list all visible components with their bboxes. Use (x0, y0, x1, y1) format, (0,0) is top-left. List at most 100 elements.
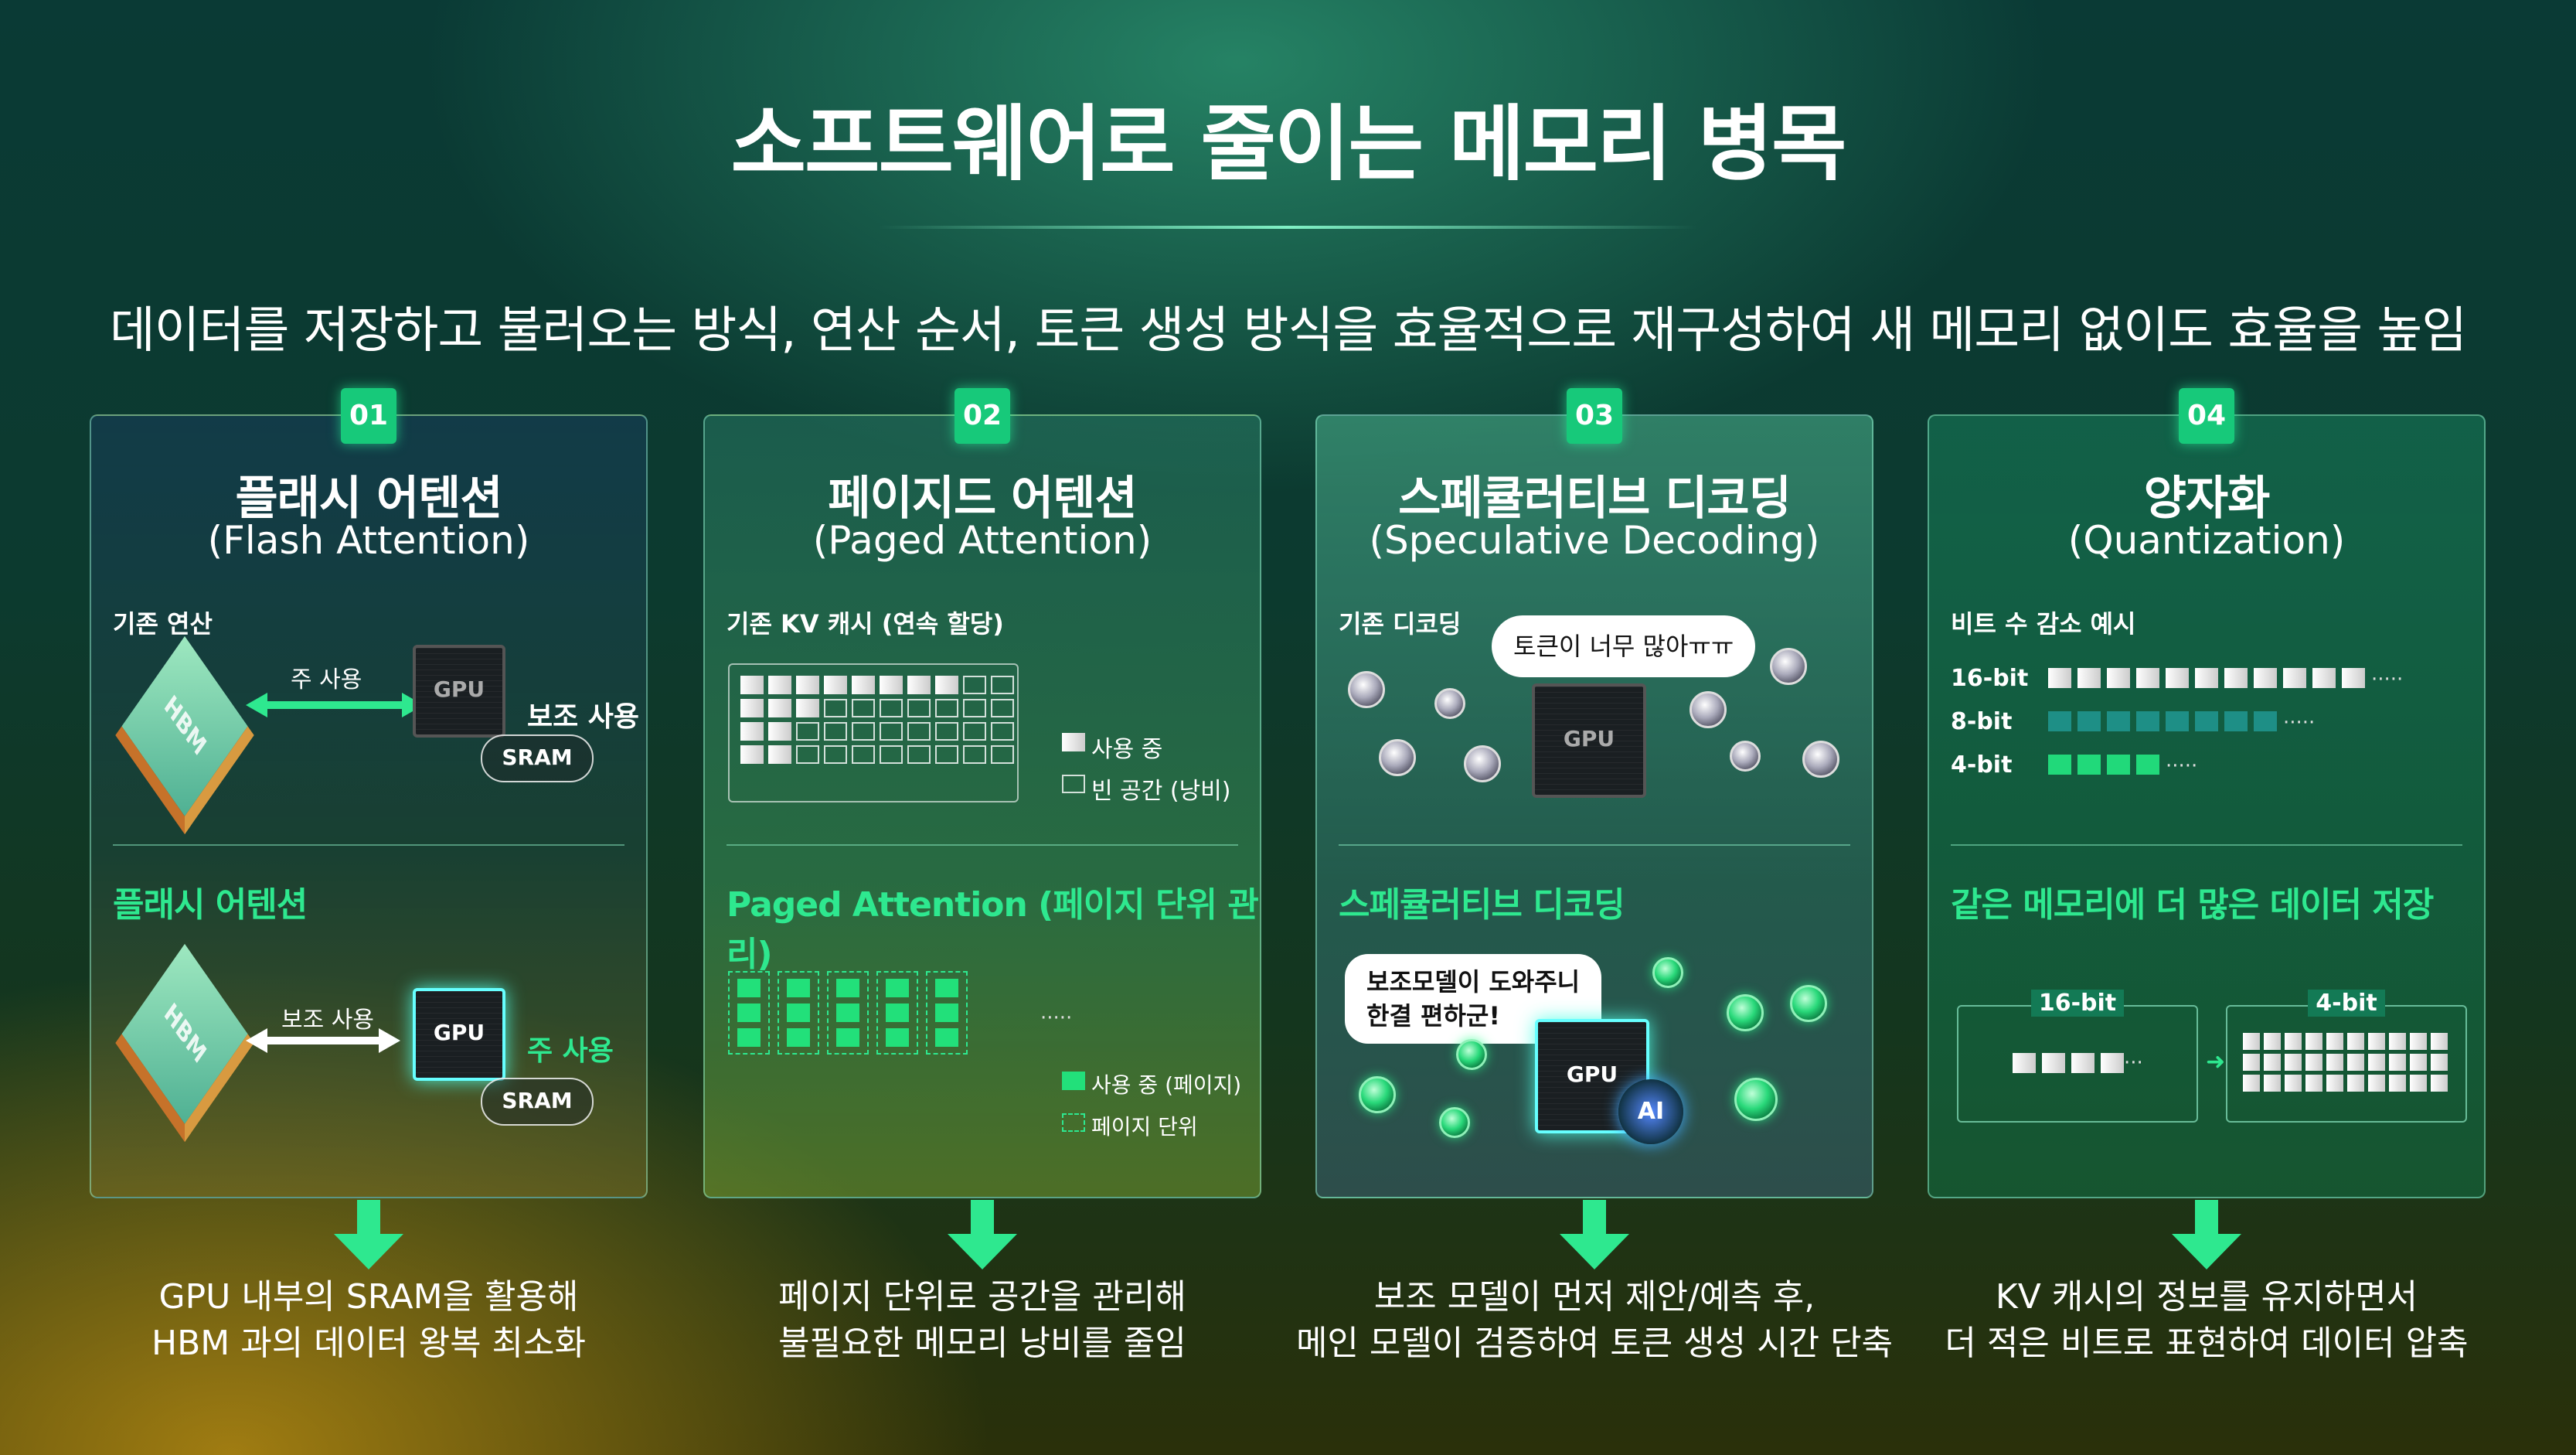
block-cell (2107, 668, 2130, 688)
bit-block (2013, 1053, 2036, 1073)
ellipsis-icon: ····· (2166, 755, 2198, 778)
block-cell (935, 979, 958, 997)
token-icon (1379, 739, 1416, 776)
title-divider (878, 226, 1697, 229)
bubble-line: 보조모델이 도와주니 (1366, 967, 1581, 997)
token-icon (1434, 688, 1465, 719)
arrow-icon (246, 693, 424, 717)
block-cell (2254, 711, 2277, 731)
caption-line: GPU 내부의 SRAM을 활용해 (158, 1277, 579, 1317)
block-cell (787, 1028, 810, 1047)
block-cell (2243, 1075, 2260, 1092)
token-icon (1439, 1107, 1470, 1138)
block-cell (935, 745, 958, 764)
bit-block (2101, 1053, 2124, 1073)
block-cell (740, 745, 764, 764)
block-cell (740, 676, 764, 694)
block-cell (796, 699, 819, 717)
legend-page-unit-label: 페이지 단위 (1091, 1114, 1198, 1140)
section-heading: 같은 메모리에 더 많은 데이터 저장 (1951, 885, 2434, 925)
block-cell (2048, 711, 2071, 731)
gpu-chip-icon: GPU (413, 645, 505, 738)
sram-label: SRAM (481, 734, 594, 782)
card-title: 양자화 (2143, 472, 2271, 526)
block-cell (2368, 1054, 2385, 1071)
block-cell (824, 745, 847, 764)
token-icon (1690, 691, 1727, 728)
ellipsis-icon: ··· (2124, 1051, 2143, 1075)
block-cell (963, 699, 986, 717)
block-cell (852, 699, 875, 717)
block-cell (2410, 1075, 2427, 1092)
block-cell (2389, 1033, 2406, 1050)
bit-row-label: 16-bit (1951, 665, 2029, 692)
caption-line: 더 적은 비트로 표현하여 데이터 압축 (1945, 1324, 2469, 1363)
block-cell (2326, 1075, 2343, 1092)
card-paged-attention: 02 페이지드 어텐션 (Paged Attention) 기존 KV 캐시 (… (703, 388, 1261, 1198)
caption-line: HBM 과의 데이터 왕복 최소화 (151, 1324, 586, 1363)
block-cell (2326, 1033, 2343, 1050)
block-cell (2048, 755, 2071, 775)
card-caption: 보조 모델이 먼저 제안/예측 후, 메인 모델이 검증하여 토큰 생성 시간 … (1247, 1274, 1942, 1367)
section-divider (1951, 844, 2462, 846)
page-block (876, 971, 918, 1055)
bit-block (2042, 1053, 2065, 1073)
memory-box-16bit: 16-bit ··· (1957, 990, 2198, 1123)
block-cell (2136, 668, 2159, 688)
token-icon (1348, 671, 1385, 708)
legend-page-unit-swatch (1062, 1113, 1085, 1132)
card-subtitle: (Quantization) (2067, 518, 2346, 563)
block-cell (907, 745, 931, 764)
card-number-badge: 01 (341, 388, 396, 444)
block-cell (824, 699, 847, 717)
ai-brain-icon: AI (1618, 1079, 1683, 1144)
block-cell (2285, 1033, 2302, 1050)
card-title: 스페큘러티브 디코딩 (1398, 472, 1792, 526)
bit-row-8: ····· (2048, 711, 2315, 734)
block-cell (963, 722, 986, 741)
token-icon (1770, 648, 1807, 685)
page-block (827, 971, 869, 1055)
block-cell (2195, 668, 2218, 688)
block-cell (886, 979, 909, 997)
block-cell (991, 699, 1014, 717)
block-cell (907, 699, 931, 717)
kv-cache-block (728, 663, 1019, 802)
block-cell (824, 722, 847, 741)
block-cell (2224, 668, 2248, 688)
caption-line: 불필요한 메모리 낭비를 줄임 (778, 1324, 1186, 1363)
block-cell (2264, 1054, 2281, 1071)
sub-use-label: 보조 사용 (281, 1007, 374, 1034)
token-icon (1790, 985, 1827, 1022)
box-label: 16-bit (1958, 990, 2197, 1017)
block-cell (2368, 1033, 2385, 1050)
legend-used-label: 사용 중 (1091, 736, 1163, 763)
section-heading: 플래시 어텐션 (113, 885, 308, 925)
block-cell (737, 1028, 761, 1047)
block-cell (963, 676, 986, 694)
block-cell (2264, 1075, 2281, 1092)
box-label: 4-bit (2227, 990, 2465, 1017)
bit-blocks (2243, 1033, 2448, 1092)
card-caption: GPU 내부의 SRAM을 활용해 HBM 과의 데이터 왕복 최소화 (21, 1274, 716, 1367)
block-cell (2285, 1075, 2302, 1092)
legend-page-used-label: 사용 중 (페이지) (1091, 1072, 1242, 1098)
block-cell (935, 722, 958, 741)
block-cell (2326, 1054, 2343, 1071)
block-cell (935, 699, 958, 717)
block-cell (796, 722, 819, 741)
block-cell (991, 722, 1014, 741)
block-cell (836, 1004, 859, 1022)
block-cell (740, 722, 764, 741)
speech-bubble: 보조모델이 도와주니 한결 편하군! (1345, 954, 1602, 1044)
ellipsis-icon: ····· (2283, 711, 2316, 734)
section-label: 기존 디코딩 (1339, 609, 1462, 639)
section-label: 기존 KV 캐시 (연속 할당) (727, 609, 1004, 639)
legend-empty-swatch (1062, 775, 1085, 793)
block-cell (768, 745, 791, 764)
section-label: 기존 연산 (113, 609, 213, 639)
page-block (778, 971, 819, 1055)
card-quantization: 04 양자화 (Quantization) 비트 수 감소 예시 16-bit … (1928, 388, 2486, 1198)
block-cell (2283, 668, 2306, 688)
block-cell (2347, 1033, 2364, 1050)
